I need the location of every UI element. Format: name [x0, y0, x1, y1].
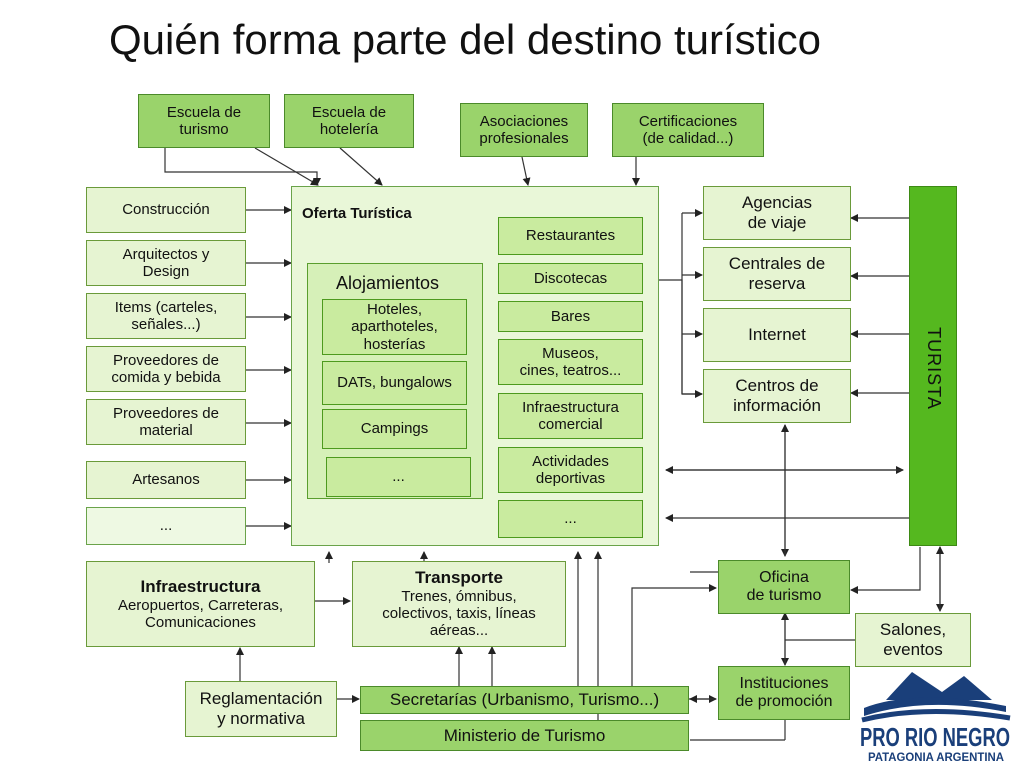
box-proveedores-comida: Proveedores de comida y bebida [86, 346, 246, 392]
box-hoteles: Hoteles, aparthoteles, hosterías [322, 299, 467, 355]
oferta-title: Oferta Turística [302, 205, 412, 222]
box-dats-bungalows: DATs, bungalows [322, 361, 467, 405]
box-reglamentacion: Reglamentación y normativa [185, 681, 337, 737]
box-museos: Museos, cines, teatros... [498, 339, 643, 385]
logo-text-main: PRO RIO NEGRO [860, 722, 1010, 752]
box-salones-eventos: Salones, eventos [855, 613, 971, 667]
box-internet: Internet [703, 308, 851, 362]
turista-label-wrap: TURISTA [913, 318, 953, 418]
box-certificaciones: Certificaciones (de calidad...) [612, 103, 764, 157]
box-actividades-deportivas: Actividades deportivas [498, 447, 643, 493]
box-oficina-turismo: Oficina de turismo [718, 560, 850, 614]
box-discotecas: Discotecas [498, 263, 643, 294]
turista-label: TURISTA [923, 326, 944, 410]
box-escuela-hoteleria: Escuela de hotelería [284, 94, 414, 148]
box-transporte: Transporte Trenes, ómnibus, colectivos, … [352, 561, 566, 647]
box-artesanos: Artesanos [86, 461, 246, 499]
box-centrales-reserva: Centrales de reserva [703, 247, 851, 301]
box-asociaciones-profesionales: Asociaciones profesionales [460, 103, 588, 157]
box-bares: Bares [498, 301, 643, 332]
box-ministerio: Ministerio de Turismo [360, 720, 689, 751]
box-oferta-more: ... [498, 500, 643, 538]
box-construccion: Construcción [86, 187, 246, 233]
box-restaurantes: Restaurantes [498, 217, 643, 255]
alojamientos-title: Alojamientos [336, 273, 440, 293]
turista-bar [909, 186, 957, 546]
box-infraestructura-comercial: Infraestructura comercial [498, 393, 643, 439]
logo-text-sub: PATAGONIA ARGENTINA [868, 750, 1004, 764]
box-arquitectos-design: Arquitectos y Design [86, 240, 246, 286]
box-infraestructura: Infraestructura Aeropuertos, Carreteras,… [86, 561, 315, 647]
page-title: Quién forma parte del destino turístico [109, 16, 822, 63]
box-proveedores-material: Proveedores de material [86, 399, 246, 445]
box-left-more: ... [86, 507, 246, 545]
box-secretarias: Secretarías (Urbanismo, Turismo...) [360, 686, 689, 714]
box-alojamientos-more: ... [326, 457, 471, 497]
box-centros-informacion: Centros de información [703, 369, 851, 423]
box-agencias-viaje: Agencias de viaje [703, 186, 851, 240]
box-escuela-turismo: Escuela de turismo [138, 94, 270, 148]
box-items-carteles: Items (carteles, señales...) [86, 293, 246, 339]
box-instituciones-promocion: Instituciones de promoción [718, 666, 850, 720]
pro-rio-negro-logo: PRO RIO NEGRO PATAGONIA ARGENTINA [856, 666, 1016, 766]
logo-wave-icon: PRO RIO NEGRO PATAGONIA ARGENTINA [860, 672, 1011, 764]
box-campings: Campings [322, 409, 467, 449]
